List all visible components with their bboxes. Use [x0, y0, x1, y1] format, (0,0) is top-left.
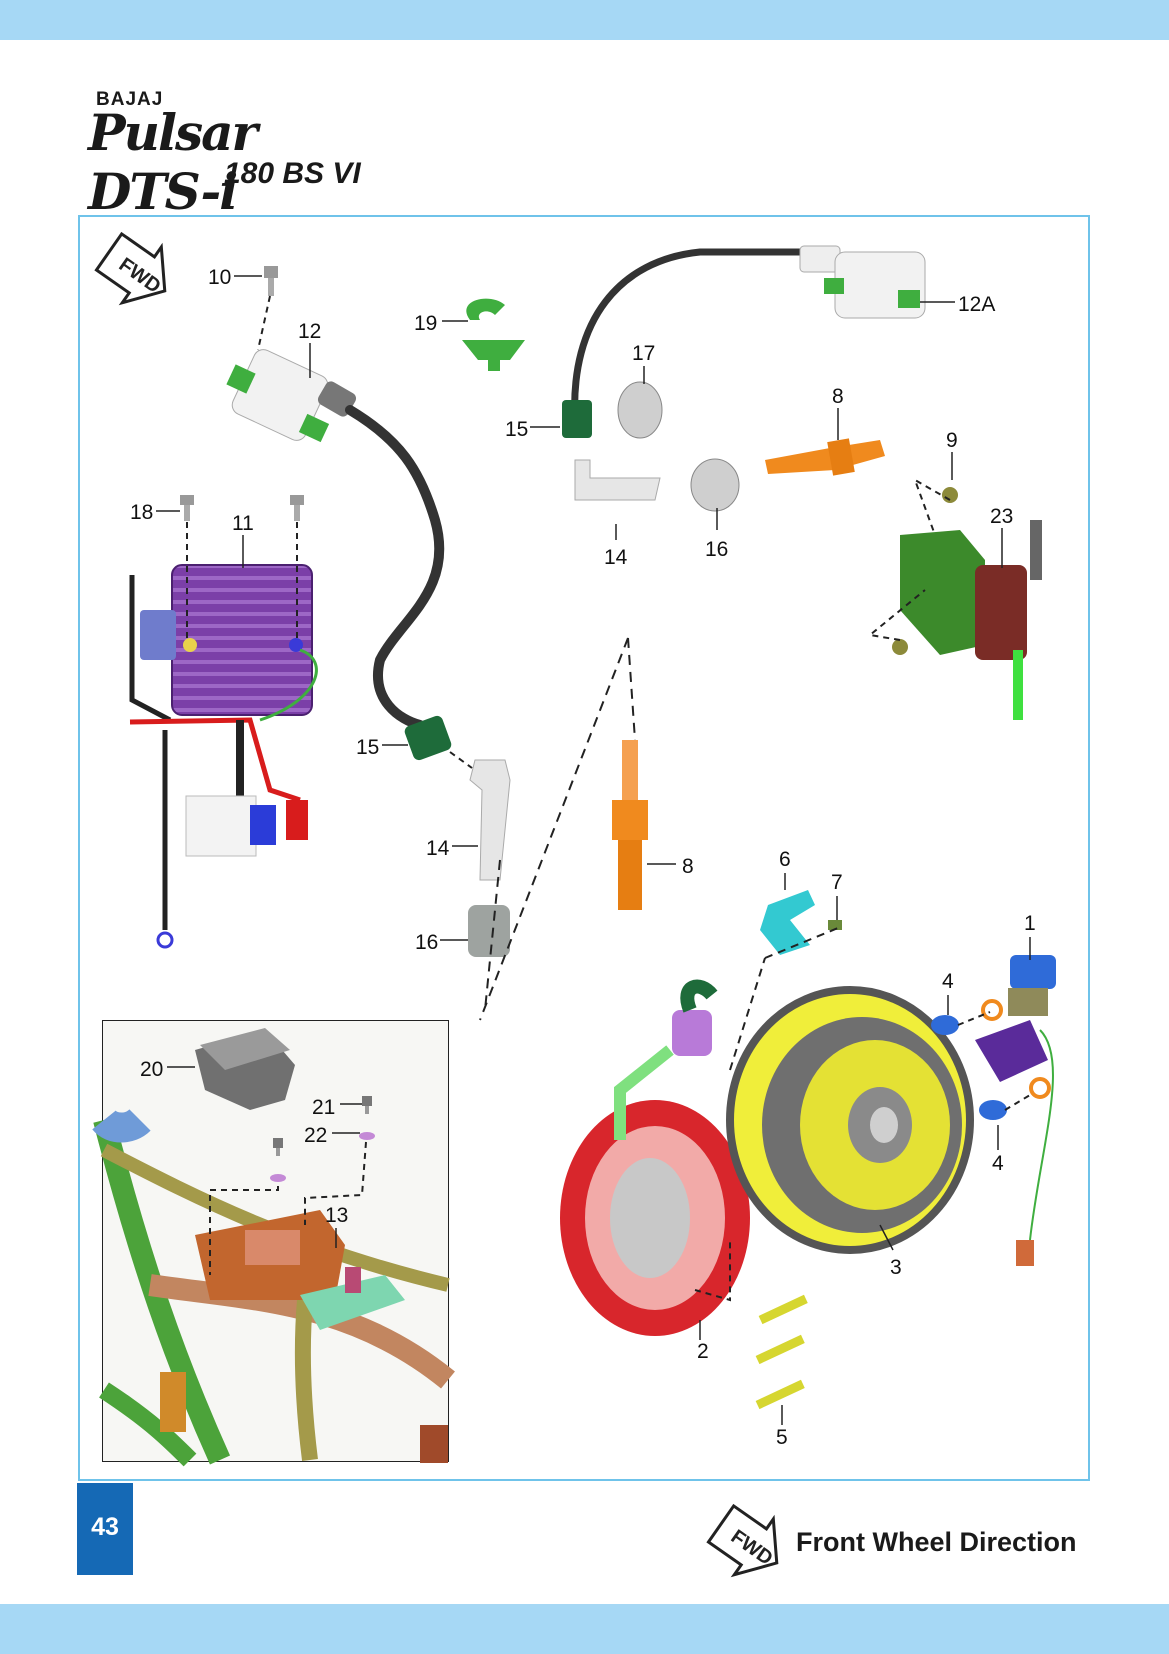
- brand-script-logo: Pulsar DTS-i: [88, 103, 258, 221]
- callout-20: 20: [140, 1058, 163, 1081]
- callout-16-upper: 16: [705, 538, 728, 561]
- ecu-screws: [270, 1096, 375, 1182]
- callout-14-lower: 14: [426, 837, 450, 860]
- flywheel-rotor: [726, 986, 974, 1254]
- page-number: 43: [91, 1513, 119, 1541]
- callout-9: 9: [946, 429, 958, 452]
- plug-cap-upper: [562, 381, 740, 512]
- ignition-coil-left: [226, 349, 357, 443]
- brand-maker: BAJAJ: [96, 89, 164, 110]
- callout-13: 13: [325, 1204, 348, 1227]
- pickup-bracket: [892, 487, 1042, 720]
- diagram-frame: [78, 215, 1090, 1481]
- bolt-10: [264, 266, 278, 296]
- regulator-rectifier: [129, 564, 318, 949]
- callout-labels: 10 12 19 12A 17 8 15 9 23 18 11 14 16 15…: [130, 266, 1036, 1449]
- callout-12: 12: [298, 320, 321, 343]
- sensor-harness: [931, 955, 1056, 1266]
- callout-10: 10: [208, 266, 231, 289]
- cable-clip: [462, 298, 525, 371]
- callout-11: 11: [232, 512, 254, 535]
- callout-3: 3: [890, 1256, 902, 1279]
- plug-cap-lower: [404, 715, 511, 957]
- stator-bolts: [755, 1294, 808, 1410]
- pulser-bracket: [760, 890, 842, 955]
- callout-17: 17: [632, 342, 655, 365]
- callout-22: 22: [304, 1124, 327, 1147]
- ignition-coil-right: [571, 245, 926, 421]
- ecu-module: [195, 1028, 295, 1110]
- stator: [560, 979, 750, 1336]
- callout-1: 1: [1024, 912, 1036, 935]
- brand-logo: BAJAJ Pulsar DTS-i 180 BS VI: [88, 85, 388, 221]
- callout-8-lower: 8: [682, 855, 694, 878]
- callout-7: 7: [831, 871, 843, 894]
- fwd-legend-label: Front Wheel Direction: [796, 1527, 1077, 1557]
- brand-model: 180 BS VI: [224, 157, 361, 190]
- callout-14-upper: 14: [604, 546, 628, 569]
- callout-8-upper: 8: [832, 385, 844, 408]
- callout-18: 18: [130, 501, 153, 524]
- page-number-box: 43: [77, 1483, 133, 1575]
- callout-4-upper: 4: [942, 970, 954, 993]
- callout-5: 5: [776, 1426, 788, 1449]
- bolt-18: [180, 495, 304, 521]
- inset-frame-assembly: [92, 1108, 455, 1467]
- callout-12a: 12A: [958, 293, 995, 316]
- callout-19: 19: [414, 312, 437, 335]
- leader-lines: [156, 275, 1031, 1425]
- callout-23: 23: [990, 505, 1013, 528]
- hv-cable-left: [345, 405, 445, 730]
- fwd-badge-icon: FWD: [94, 231, 167, 306]
- callout-15-lower: 15: [356, 736, 379, 759]
- callout-15-upper: 15: [505, 418, 528, 441]
- spark-plug-upper: [765, 438, 885, 476]
- top-band: [0, 0, 1169, 40]
- callout-6: 6: [779, 848, 791, 871]
- fwd-legend-icon: FWD: [706, 1503, 779, 1578]
- callout-21: 21: [312, 1096, 335, 1119]
- spark-plug-lower: [612, 740, 648, 910]
- bottom-band: [0, 1604, 1169, 1654]
- callout-2: 2: [697, 1340, 709, 1363]
- callout-16-lower: 16: [415, 931, 438, 954]
- callout-4-lower: 4: [992, 1152, 1004, 1175]
